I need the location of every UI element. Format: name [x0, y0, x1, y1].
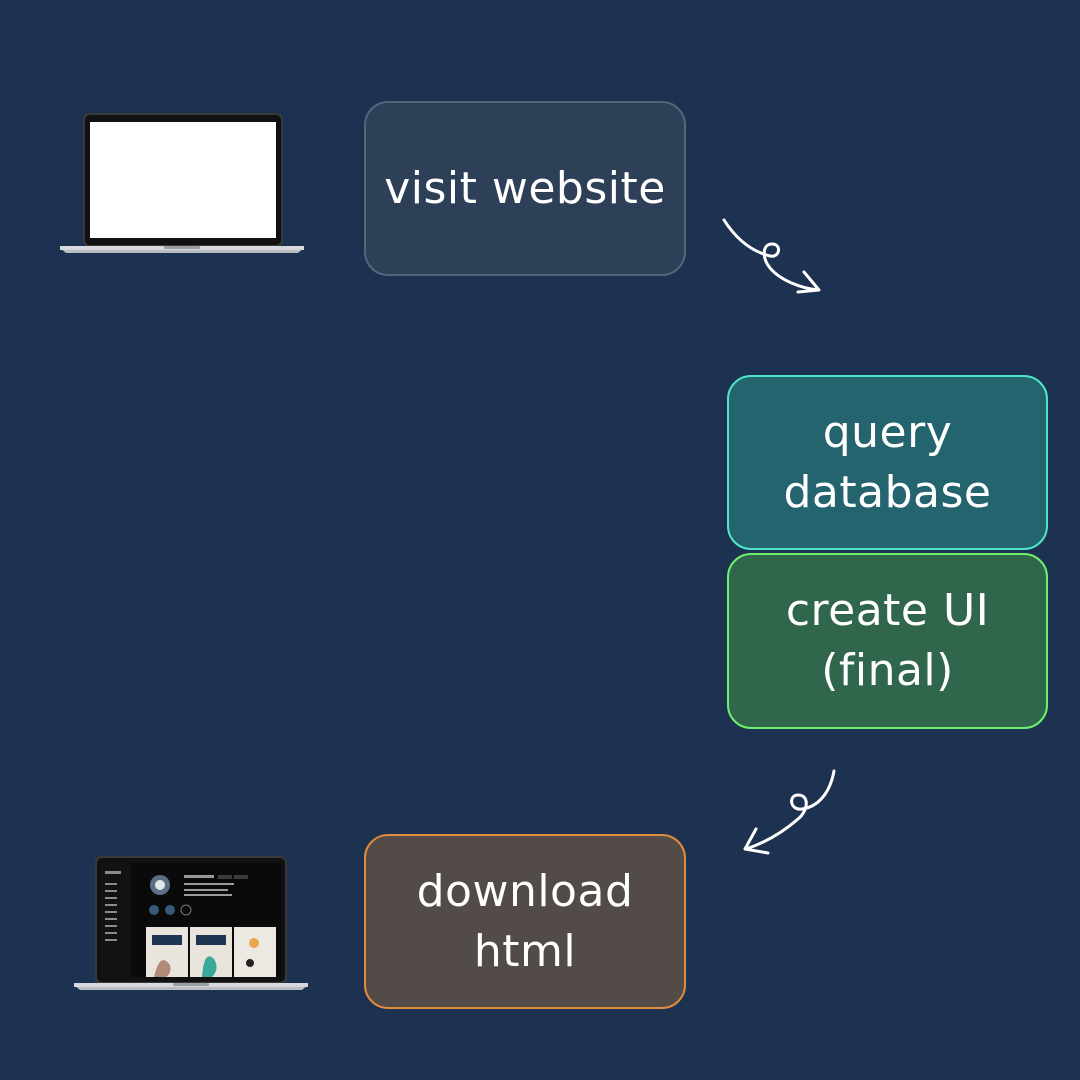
download-html-line-2: html	[473, 925, 577, 977]
query-database-box: query database	[727, 375, 1048, 550]
laptop-page-icon	[74, 856, 308, 990]
laptop-blank-icon	[60, 113, 304, 253]
create-ui-line-1: create UI	[785, 585, 990, 636]
visit-website-label: visit website	[384, 162, 666, 214]
visit-website-box: visit website	[364, 101, 686, 276]
query-database-line-1: query	[822, 406, 953, 458]
download-html-box: download html	[364, 834, 686, 1009]
curly-arrow-icon	[722, 218, 821, 294]
download-html-line-1: download	[416, 865, 634, 917]
query-database-line-2: database	[783, 466, 992, 518]
create-ui-line-2: (final)	[821, 645, 954, 696]
create-ui-box: create UI (final)	[727, 553, 1048, 729]
curly-arrow-icon	[743, 769, 836, 855]
